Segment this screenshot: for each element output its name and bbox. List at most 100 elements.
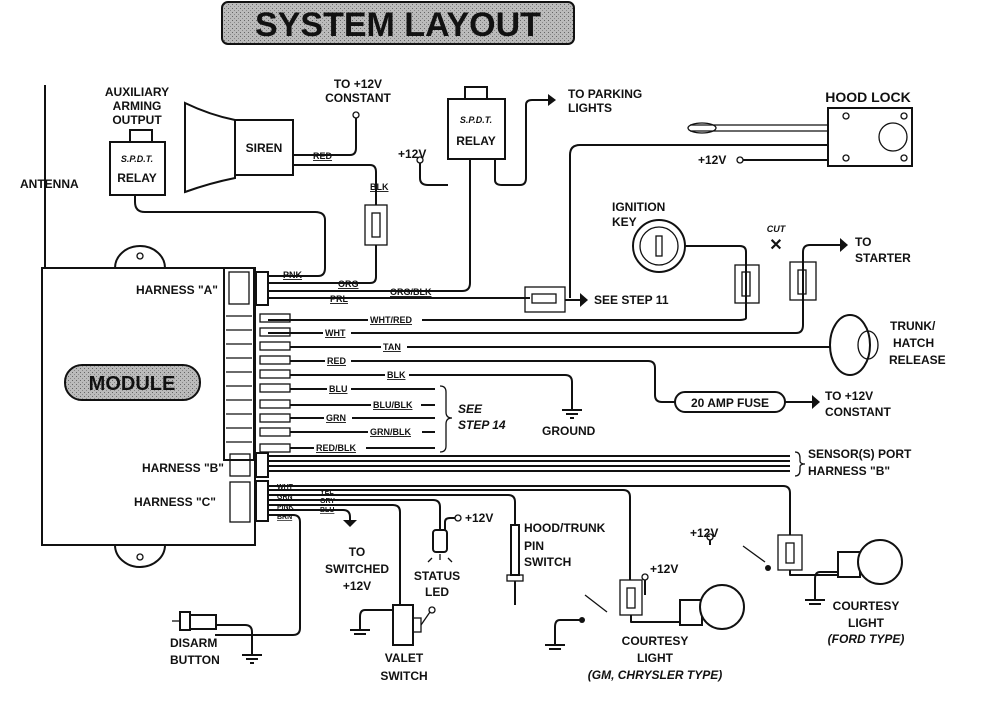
trunk-release [829, 314, 879, 376]
arrow-icon [343, 520, 357, 527]
harness-b-label: HARNESS "B" [142, 461, 224, 475]
title-banner: SYSTEM LAYOUT [221, 1, 575, 45]
trunk-label: RELEASE [889, 353, 946, 367]
disarm-ground [215, 624, 262, 664]
plus12v-label: +12V [398, 147, 426, 161]
constant-label: CONSTANT [325, 91, 391, 105]
courtesy-label: LIGHT [637, 651, 674, 665]
valet-label: VALET [385, 651, 424, 665]
courtesy-label: COURTESY [833, 599, 900, 613]
wire-pnk [134, 195, 326, 277]
fuse-label: 20 AMP FUSE [691, 396, 769, 410]
disarm-label: BUTTON [170, 653, 220, 667]
plus12v-label: +12V [690, 526, 718, 540]
hood-lock-label: HOOD LOCK [825, 89, 911, 105]
see-step-14: SEE [458, 402, 483, 416]
plus12v-label: +12V [698, 153, 726, 167]
wire-label: BLU/BLK [373, 400, 413, 410]
plus12v-label: +12V [465, 511, 493, 525]
wire-label: GRN [277, 494, 293, 501]
parking-label: LIGHTS [568, 101, 612, 115]
20-amp-fuse: 20 AMP FUSE [674, 391, 786, 413]
pin-switch-label: SWITCH [524, 555, 571, 569]
wire-brn [215, 514, 301, 636]
ignition-fuse [734, 264, 760, 304]
pin-switch-label: HOOD/TRUNK [524, 521, 606, 535]
courtesy-label: (GM, CHRYSLER TYPE) [588, 668, 722, 682]
disarm-button[interactable] [172, 611, 217, 631]
wire-label: TAN [383, 342, 401, 352]
module-label: MODULE [89, 373, 176, 395]
sensor-port-label: HARNESS "B" [808, 464, 890, 478]
starter-label: STARTER [855, 251, 911, 265]
parking-light-relay: S.P.D.T. RELAY [447, 86, 506, 160]
harness-a-label: HARNESS "A" [136, 283, 218, 297]
antenna-label: ANTENNA [20, 177, 79, 191]
wire-label: BLK [370, 182, 389, 192]
wire-parking-lights [494, 99, 548, 186]
sensor-port-wires [268, 455, 790, 472]
courtesy-light-gm [545, 579, 745, 650]
courtesy-label: LIGHT [848, 616, 885, 630]
wire-label: RED/BLK [316, 443, 356, 453]
wire-blk-ground [290, 374, 582, 419]
pin-switch-label: PIN [524, 539, 544, 553]
ignition-key [632, 219, 686, 273]
harness-c-plug [255, 480, 269, 522]
status-led [427, 529, 453, 563]
trunk-label: HATCH [893, 336, 934, 350]
wire-valet [268, 504, 401, 605]
see-step-11: SEE STEP 11 [594, 293, 669, 307]
aux-label: AUXILIARY [105, 85, 169, 99]
wire-status-led [268, 499, 441, 530]
ignition-label: IGNITION [612, 200, 665, 214]
wire-label: RED [313, 151, 333, 161]
wire-label: WHT [325, 328, 346, 338]
siren-label: SIREN [246, 141, 283, 155]
pin-switch [506, 524, 524, 605]
fuse-dest-label: TO +12V [825, 389, 873, 403]
sensor-port-label: SENSOR(S) PORT [808, 447, 912, 461]
relay-type: S.P.D.T. [460, 115, 492, 125]
ground-label: GROUND [542, 424, 596, 438]
wire-label: PNK [283, 270, 303, 280]
valet-switch[interactable] [392, 604, 436, 646]
wire-hood-lock [569, 144, 828, 298]
starter-fuse [789, 261, 817, 301]
switched-label: TO [349, 545, 365, 559]
hood-lock: HOOD LOCK [687, 89, 913, 167]
cut-x-icon: ✕ [769, 237, 782, 254]
fuse-dest-label: CONSTANT [825, 405, 891, 419]
wire-relay-12v [419, 163, 448, 186]
wire-siren-red [293, 118, 357, 156]
wire-red [290, 360, 675, 403]
courtesy-label: COURTESY [622, 634, 689, 648]
led-label: LED [425, 585, 449, 599]
constant-label: TO +12V [334, 77, 382, 91]
cut-label: CUT [767, 224, 787, 234]
wire-label: GRY [320, 498, 335, 505]
courtesy-label: (FORD TYPE) [828, 632, 905, 646]
wire-label: BLU [329, 384, 348, 394]
wire-label: RED [327, 356, 347, 366]
siren: SIREN [184, 101, 294, 194]
harness-c-label: HARNESS "C" [134, 495, 216, 509]
wire-switched-12v [268, 509, 351, 520]
module: MODULE HARNESS "A" HARNESS "B" HARNESS "… [41, 245, 256, 568]
aux-label: OUTPUT [112, 113, 162, 127]
wire-label: GRN/BLK [370, 427, 411, 437]
harness-a-plug [255, 271, 269, 306]
harness-b-plug [255, 452, 269, 478]
valet-ground [350, 609, 393, 635]
wire-label: BLK [387, 370, 406, 380]
wire-label: PINK [277, 504, 294, 511]
wire-pin-switch [268, 494, 516, 525]
trunk-label: TRUNK/ [890, 319, 936, 333]
aux-label: ARMING [113, 99, 162, 113]
switched-label: +12V [343, 579, 371, 593]
main-plugs [259, 313, 291, 453]
wire-label: PRL [330, 294, 349, 304]
wire-wht [268, 244, 840, 334]
switched-label: SWITCHED [325, 562, 389, 576]
